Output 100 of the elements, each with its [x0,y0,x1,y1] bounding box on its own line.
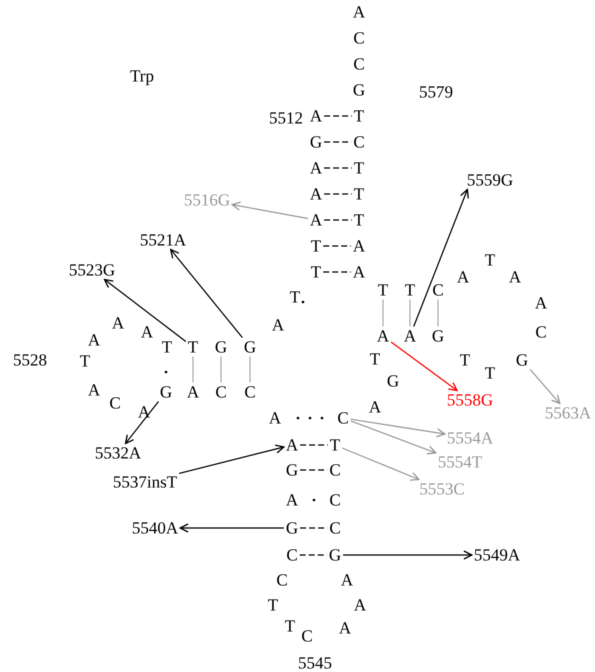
base-pair-line [437,300,439,326]
arrow [530,369,560,404]
base-letter: A [534,294,548,312]
base-letter: C [353,30,365,46]
base-pair-line [220,356,222,382]
base-pair-dash [324,115,352,117]
base-letter: G [386,372,400,390]
base-letter: T [284,618,296,634]
base-letter: A [338,620,352,636]
base-letter: C [301,628,313,644]
base-letter: C [215,384,227,400]
base-pair-dash [300,469,328,471]
position-number: 5528 [13,352,47,368]
mutation-label: 5540A [132,520,178,536]
base-pair-dash [324,141,352,143]
base-pair-dash [324,167,352,169]
base-pair-dash [300,527,328,529]
base-letter: G [516,352,528,368]
base-letter: A [456,268,470,286]
base-pair-dash [323,271,351,273]
base-letter: A [140,324,154,340]
base-letter: T [354,108,364,124]
base-pair-line [249,356,251,382]
base-letter: G [310,134,322,150]
base-letter: A [354,596,366,614]
mutation-label: 5549A [474,546,520,564]
base-letter: T [484,252,496,268]
mutation-label: 5553C [419,480,465,498]
base-letter: A [310,212,322,228]
base-letter: C [286,546,298,564]
base-letter: T [80,352,90,370]
arrow [350,420,436,454]
base-letter: A [268,410,282,426]
base-letter: A [508,268,522,286]
base-letter: T [404,282,416,298]
base-letter: A [88,332,100,348]
base-letter: G [286,462,298,478]
base-letter: T [310,264,322,280]
base-letter: C [353,56,365,72]
base-letter: G [214,338,228,356]
base-letter: A [310,160,322,176]
arrow [170,248,243,338]
base-letter: C [244,384,256,400]
base-letter: T [268,596,278,614]
mutation-label: 5516G [184,192,230,208]
base-letter: G [160,384,172,400]
base-letter: G [432,328,444,344]
base-letter: C [329,492,341,508]
base-letter: A [376,328,390,344]
mutation-label: 5523G [68,262,116,278]
arrow [124,401,159,444]
base-letter: T [378,282,388,298]
base-pair-line [382,300,384,326]
arrow [390,342,458,392]
arrow [350,418,446,438]
base-letter: G [328,546,342,564]
base-letter: C [276,572,288,588]
base-letter: T [354,212,364,228]
mutation-label: 5558G [446,392,494,408]
arrow [179,523,284,533]
arrow [178,444,285,474]
base-letter: G [352,82,366,98]
position-number: 5512 [269,110,303,126]
base-letter: T [162,338,172,356]
base-letter: A [310,186,322,202]
base-letter: A [310,108,322,124]
arrow [342,447,420,481]
mutation-label: 5559G [466,172,514,188]
mutation-label: 5537insT [112,474,178,490]
base-letter: A [352,264,366,280]
base-letter: G [286,520,298,536]
base-letter: T [290,288,300,306]
position-number: 5545 [298,654,332,672]
base-pair-dash [323,245,351,247]
base-letter: A [340,572,354,588]
base-letter: A [352,238,366,254]
base-letter: A [368,398,382,416]
base-letter: A [88,382,100,398]
trna-name: Trp [130,68,154,84]
base-pair-dash [300,444,328,446]
base-letter: C [535,324,547,340]
arrow [343,550,473,560]
mutation-label: 5554T [438,454,482,470]
base-letter: C [109,394,121,412]
base-letter: A [352,4,366,20]
base-letter: A [186,384,200,400]
base-letter: T [310,238,322,254]
base-letter: C [329,520,341,536]
base-letter: C [329,462,341,478]
base-letter: T [188,338,198,356]
base-pair-dash [324,219,352,221]
base-pair-line [409,300,411,326]
base-pair-dash [300,554,327,556]
base-letter: T [354,186,364,202]
base-letter: T [370,350,380,368]
base-pair-line [192,356,194,382]
base-letter: T [484,364,496,382]
arrow [231,201,308,220]
arrow [413,188,469,327]
base-pair-dash [324,193,352,195]
